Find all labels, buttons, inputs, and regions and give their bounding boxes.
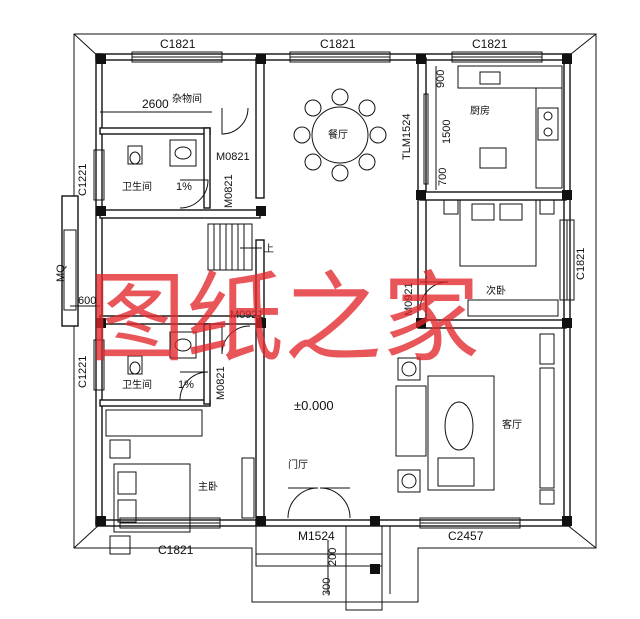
living-room-furniture: [395, 333, 555, 505]
dimension-600: 600: [78, 295, 96, 307]
room-label-dining: 餐厅: [328, 128, 348, 141]
dimension-200: 200: [327, 548, 339, 566]
second-bedroom-bed: [443, 199, 559, 317]
window-label-c1821-top-left: C1821: [160, 37, 196, 51]
door-label-m0921-right: M0921: [403, 282, 415, 316]
room-label-kitchen: 厨房: [470, 104, 490, 117]
door-label-m0921-left: M0921: [230, 309, 264, 321]
kitchen-fixtures: [457, 65, 563, 189]
window-label-c1221-upper: C1221: [77, 164, 89, 196]
window-label-c1821-right: C1821: [575, 248, 587, 280]
dining-table: [293, 88, 387, 182]
room-label-living: 客厅: [502, 418, 522, 431]
dimension-1500: 1500: [441, 120, 453, 144]
wall-label-mq: MQ: [55, 264, 67, 282]
window-label-c1821-bottom: C1821: [158, 543, 194, 557]
stairs-up-label: 上: [264, 243, 274, 255]
dimension-lines: [70, 66, 437, 594]
dimension-300: 300: [321, 578, 333, 596]
slope-label-lower: 1%: [178, 379, 194, 391]
door-label-m0821-upper: M0821: [216, 151, 250, 163]
roof-eave-outline: [73, 33, 597, 603]
door-label-tlm1524: TLM1524: [401, 114, 413, 160]
master-bedroom-bed: [105, 409, 255, 555]
stairs: [207, 223, 262, 271]
bathroom-fixtures: [127, 139, 197, 375]
room-label-storage: 杂物间: [172, 92, 202, 105]
room-label-bath-lower: 卫生间: [122, 378, 152, 391]
room-label-bath-upper: 卫生间: [122, 180, 152, 193]
window-label-c1221-lower: C1221: [77, 356, 89, 388]
dimension-700: 700: [437, 168, 449, 186]
slope-label-upper: 1%: [176, 181, 192, 193]
entrance-steps: [255, 525, 391, 611]
room-label-master-bedroom: 主卧: [198, 480, 218, 493]
window-label-c1821-top-mid: C1821: [320, 37, 356, 51]
text-labels: C1821 C1821 C1821 2600 杂物间 餐厅 厨房 M0821 9…: [55, 37, 587, 596]
floor-level-label: ±0.000: [294, 398, 334, 413]
window-label-c2457: C2457: [448, 529, 484, 543]
columns: [96, 54, 572, 574]
door-label-m1524: M1524: [298, 529, 335, 543]
dimension-900: 900: [435, 70, 447, 88]
room-label-foyer: 门厅: [288, 458, 308, 471]
watermark: 图纸之家: [88, 262, 480, 376]
room-label-bedroom: 次卧: [486, 284, 506, 297]
windows: [63, 51, 575, 529]
dimension-2600: 2600: [142, 97, 169, 111]
door-label-m0821-lower: M0821: [215, 366, 227, 400]
door-label-m0821-vertical: M0821: [223, 174, 235, 208]
window-label-c1821-top-right: C1821: [472, 37, 508, 51]
doors: [179, 93, 449, 519]
